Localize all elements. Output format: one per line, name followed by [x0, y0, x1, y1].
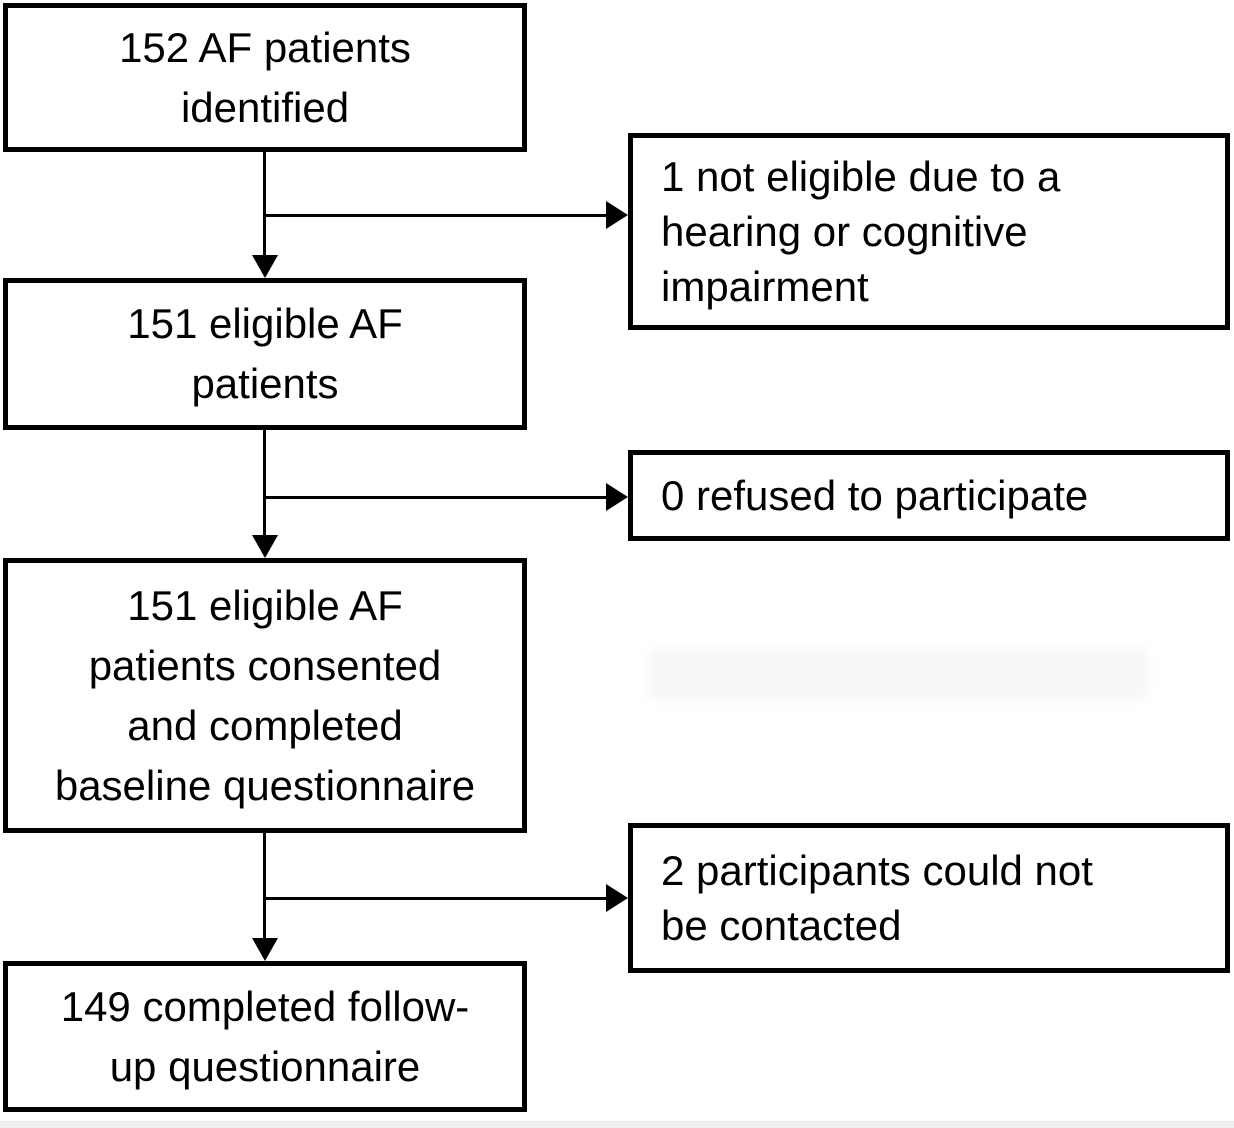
connector-line-3: [263, 833, 266, 941]
arrowhead-right-1-icon: [606, 201, 628, 229]
exclusion-box-refused: 0 refused to participate: [628, 450, 1230, 541]
branch-line-3: [264, 897, 606, 900]
arrowhead-down-2-icon: [252, 535, 278, 558]
bottom-edge-line: [0, 1121, 1234, 1128]
arrowhead-down-3-icon: [252, 938, 278, 961]
exclusion-box-not-contacted: 2 participants could not be contacted: [628, 823, 1230, 973]
connector-line-1: [263, 152, 266, 258]
arrowhead-right-3-icon: [606, 884, 628, 912]
faint-smudge-artifact: [648, 648, 1148, 700]
flow-box-eligible-patients: 151 eligible AF patients: [3, 278, 527, 430]
connector-line-2: [263, 430, 266, 538]
branch-line-2: [264, 496, 606, 499]
exclusion-box-not-eligible: 1 not eligible due to a hearing or cogni…: [628, 133, 1230, 330]
branch-line-1: [264, 214, 606, 217]
arrowhead-down-1-icon: [252, 255, 278, 278]
flow-box-completed-followup: 149 completed follow- up questionnaire: [3, 961, 527, 1112]
flow-box-consented-baseline: 151 eligible AF patients consented and c…: [3, 558, 527, 833]
flow-box-patients-identified: 152 AF patients identified: [3, 3, 527, 152]
arrowhead-right-2-icon: [606, 483, 628, 511]
